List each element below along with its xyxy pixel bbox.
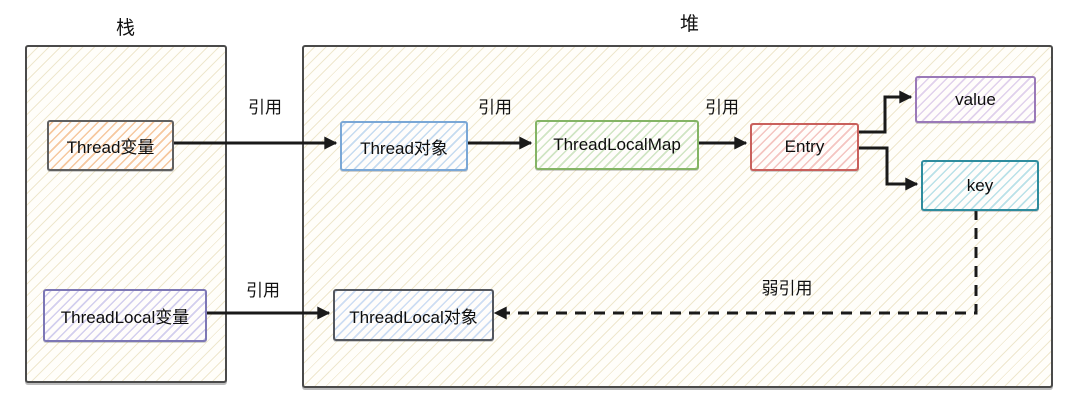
node-thread-var: Thread变量 [47, 120, 174, 171]
node-entry: Entry [750, 123, 859, 171]
node-key: key [921, 160, 1039, 211]
edge-label-ref-1: 引用 [248, 98, 282, 117]
node-value: value [915, 76, 1036, 123]
node-value-label: value [955, 89, 996, 109]
node-entry-label: Entry [784, 137, 825, 156]
node-thread-obj-label: Thread对象 [360, 138, 448, 158]
node-thread-var-label: Thread变量 [66, 138, 155, 157]
node-threadlocalmap-label: ThreadLocalMap [553, 135, 681, 154]
heap-region-title: 堆 [679, 14, 700, 35]
edge-label-ref-2: 引用 [478, 98, 512, 117]
node-thread-obj: Thread对象 [340, 121, 468, 171]
node-threadlocal-var: ThreadLocal变量 [43, 289, 207, 342]
stack-region-title: 栈 [115, 18, 136, 39]
edge-label-weak-ref: 弱引用 [761, 279, 813, 298]
node-threadlocal-var-label: ThreadLocal变量 [60, 308, 190, 327]
node-threadlocal-obj: ThreadLocal对象 [333, 289, 494, 341]
node-threadlocal-obj-label: ThreadLocal对象 [349, 307, 478, 327]
node-key-label: key [966, 175, 994, 195]
node-threadlocalmap: ThreadLocalMap [535, 120, 699, 170]
edge-label-ref-4: 引用 [246, 281, 280, 300]
edge-label-ref-3: 引用 [705, 98, 739, 117]
